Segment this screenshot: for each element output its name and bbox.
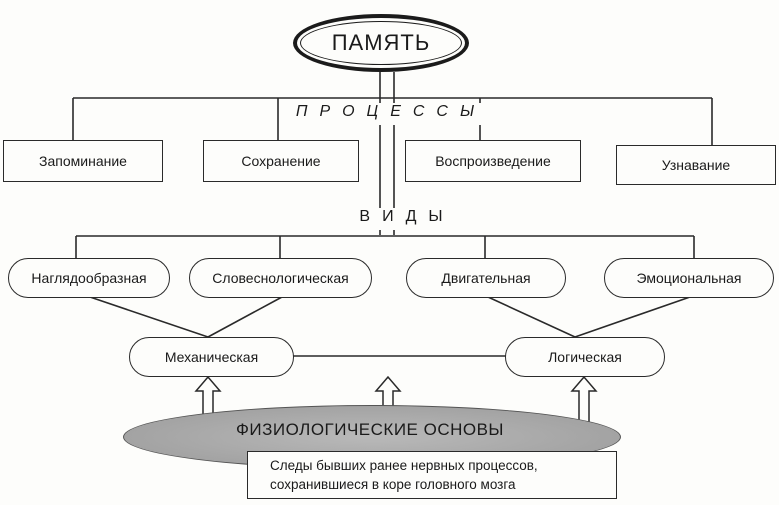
physiological-basis-note: Следы бывших ранее нервных процессов, со…	[247, 451, 617, 499]
type-emotional: Эмоциональная	[604, 258, 774, 298]
process-memorization: Запоминание	[3, 140, 163, 182]
type-visual-figurative: Наглядообразная	[8, 258, 170, 298]
kind-logical: Логическая	[505, 337, 665, 377]
memory-title-text: ПАМЯТЬ	[331, 30, 431, 55]
process-reproduction: Воспроизведение	[405, 140, 581, 182]
physiological-basis-title: ФИЗИОЛОГИЧЕСКИЕ ОСНОВЫ	[236, 420, 504, 439]
connector-motor-to-logical	[487, 296, 576, 338]
note-line-2: сохранившиеся в коре головного мозга	[270, 477, 516, 492]
kind-mechanical: Механическая	[129, 337, 294, 377]
type-verbal-logical: Словеснологическая	[189, 258, 372, 298]
memory-title: ПАМЯТЬ	[293, 14, 469, 72]
connector-verbal-to-mechanical	[207, 296, 283, 338]
connector-visual-to-mechanical	[89, 296, 209, 338]
connector-emotional-to-logical	[574, 296, 691, 338]
type-motor: Двигательная	[406, 258, 566, 298]
types-label: ВИДЫ	[337, 208, 477, 230]
processes-label: ПРОЦЕССЫ	[282, 103, 500, 125]
process-retention: Сохранение	[203, 140, 359, 182]
process-recognition: Узнавание	[616, 145, 776, 185]
up-arrow-icon	[570, 375, 598, 423]
note-line-1: Следы бывших ранее нервных процессов,	[270, 458, 538, 473]
